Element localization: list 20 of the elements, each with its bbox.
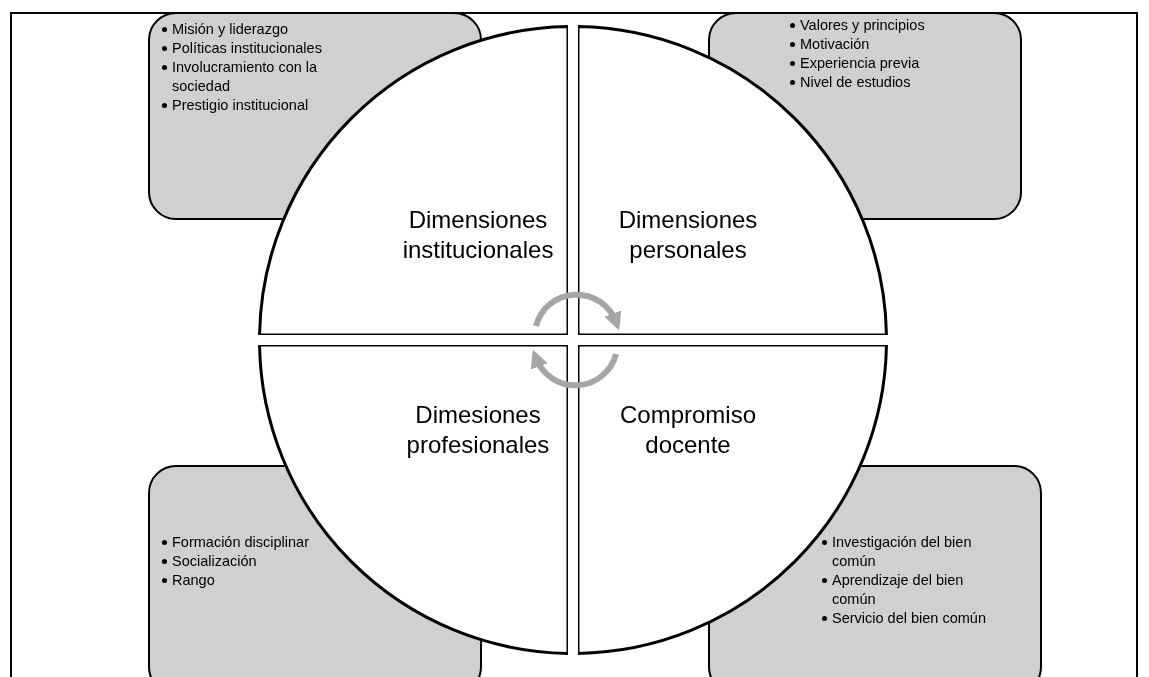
bullet-text: Socialización [172, 553, 257, 569]
curved-arrow [531, 349, 619, 389]
bullet-text: Involucramiento con la sociedad [172, 59, 318, 94]
bullet-text: Formación disciplinar [172, 534, 309, 550]
bullet-text: Políticas institucionales [172, 40, 322, 56]
bullet-text: Experiencia previa [800, 55, 920, 71]
quadrant-title: Dimensiones institucionales [401, 205, 555, 265]
quadrant-title: Compromiso docente [619, 400, 757, 460]
bullet-text: Servicio del bien común [832, 610, 986, 626]
quadrant-title: Dimensiones personales [617, 205, 759, 265]
bullet-text: Investigación del bien común [832, 534, 972, 569]
bullet-text: Aprendizaje del bien común [832, 572, 964, 607]
bullet-text: Prestigio institucional [172, 97, 309, 113]
bullet-text: Misión y liderazgo [172, 21, 289, 37]
bullet-text: Rango [172, 572, 215, 588]
curved-arrow [533, 291, 621, 331]
bullet-text: Motivación [800, 36, 870, 52]
bullet-text: Nivel de estudios [800, 74, 911, 90]
quadrant-title: Dimesiones profesionales [405, 400, 551, 460]
bullet-text: Valores y principios [800, 17, 925, 33]
